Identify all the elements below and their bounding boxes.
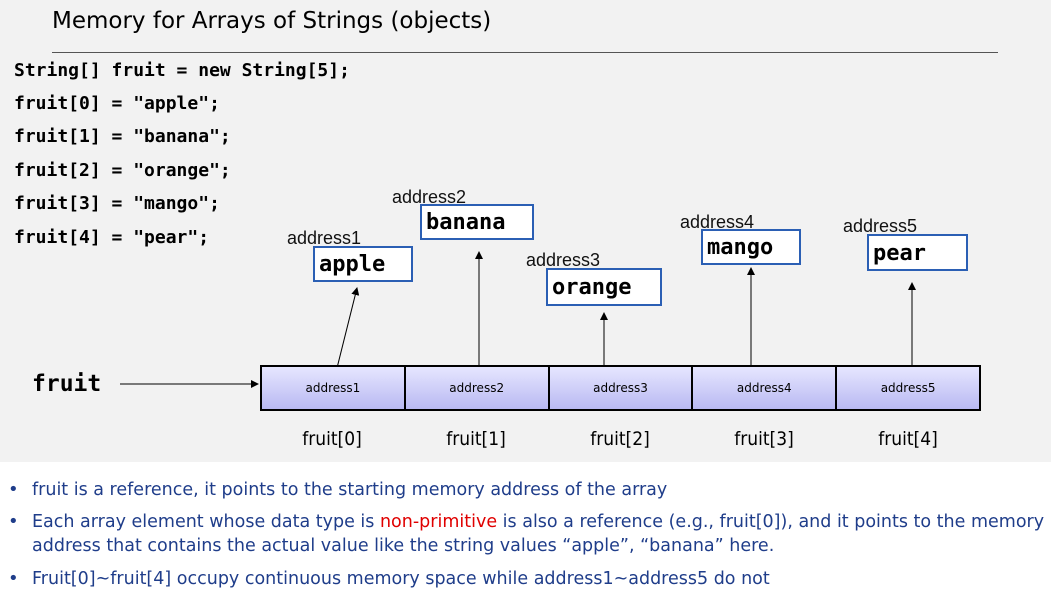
- object-address-2: address2: [392, 187, 467, 207]
- title-divider: [52, 52, 998, 53]
- object-address-1: address1: [287, 228, 362, 248]
- bullet-2-start: Each array element whose data type is: [32, 512, 380, 532]
- index-label: fruit[4]: [878, 428, 938, 450]
- pointer-arrow-1: [333, 287, 360, 381]
- string-object-pear: pear: [867, 234, 968, 271]
- slide-title: Memory for Arrays of Strings (objects): [52, 8, 492, 34]
- non-primitive-highlight: non-primitive: [379, 512, 498, 532]
- index-label: fruit[2]: [590, 428, 650, 450]
- array-cell: address3: [550, 367, 694, 409]
- object-address-5: address5: [843, 216, 918, 236]
- code-line-declaration: String[] fruit = new String[5];: [14, 60, 350, 81]
- index-label: fruit[3]: [734, 428, 794, 450]
- string-object-apple: apple: [313, 246, 413, 282]
- bullet-2-end: is also a reference (e.g., fruit[0]), an…: [32, 512, 1045, 556]
- array-cell: address2: [406, 367, 550, 409]
- string-object-mango: mango: [701, 229, 801, 265]
- code-line-fruit2: fruit[2] = "orange";: [14, 160, 231, 181]
- array-cell: address1: [262, 367, 406, 409]
- bullet-dot: •: [8, 568, 19, 589]
- code-line-fruit1: fruit[1] = "banana";: [14, 126, 231, 147]
- object-address-3: address3: [526, 250, 601, 270]
- array-variable-label: fruit: [32, 371, 102, 397]
- array-memory-block: address1 address2 address3 address4 addr…: [260, 365, 981, 411]
- string-object-orange: orange: [546, 268, 662, 306]
- bullet-dot: •: [8, 479, 19, 500]
- string-object-banana: banana: [420, 204, 534, 240]
- bullet-text-1: fruit is a reference, it points to the s…: [32, 480, 668, 500]
- bullet-text-2: Each array element whose data type is no…: [32, 510, 1047, 558]
- array-cell: address5: [880, 381, 936, 395]
- index-label: fruit[1]: [446, 428, 506, 450]
- array-cell: address4: [693, 367, 838, 409]
- code-line-fruit4: fruit[4] = "pear";: [14, 227, 210, 248]
- code-line-fruit0: fruit[0] = "apple";: [14, 93, 220, 114]
- object-address-4: address4: [680, 212, 755, 232]
- bullet-text-3: Fruit[0]~fruit[4] occupy continuous memo…: [32, 569, 770, 589]
- code-line-fruit3: fruit[3] = "mango";: [14, 193, 220, 214]
- index-label: fruit[0]: [302, 428, 362, 450]
- bullet-dot: •: [8, 511, 19, 532]
